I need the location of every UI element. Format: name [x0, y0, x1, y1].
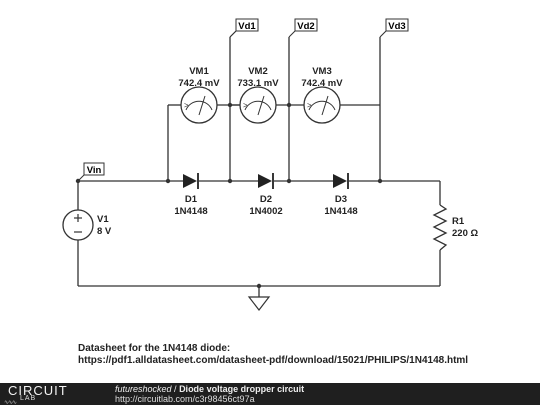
net-label-vd1-text: Vd1 [238, 21, 256, 32]
diode-d2[interactable] [258, 173, 274, 189]
d3-part: 1N4148 [324, 206, 357, 217]
net-label-vd3[interactable]: Vd3 [379, 18, 409, 38]
net-label-vd1[interactable]: Vd1 [229, 18, 259, 38]
junction-d2-cathode [286, 178, 292, 184]
footer-bar: CIRCUIT ∿∿∿ LAB futureshocked / Diode vo… [0, 383, 540, 406]
circuit-credit: futureshocked / Diode voltage dropper ci… [115, 384, 304, 394]
junctions [75, 102, 383, 289]
net-label-vd2[interactable]: Vd2 [288, 18, 318, 38]
d1-name: D1 [185, 194, 198, 205]
voltmeter-vm1[interactable]: > [180, 86, 218, 124]
vm2-name: VM2 [248, 66, 268, 77]
circuit-title[interactable]: Diode voltage dropper circuit [179, 384, 305, 394]
logo-wave-icon: ∿∿∿ [4, 400, 17, 406]
voltmeter-vm3[interactable]: > [303, 86, 341, 124]
voltmeter-vm2[interactable]: > [239, 86, 277, 124]
vm1-value: 742.4 mV [178, 78, 220, 89]
vm3-name: VM3 [312, 66, 332, 77]
net-label-vin-text: Vin [87, 165, 102, 176]
diode-d3[interactable] [333, 173, 349, 189]
vm3-value: 742.4 mV [301, 78, 343, 89]
ground-icon [247, 296, 271, 311]
d1-part: 1N4148 [174, 206, 207, 217]
datasheet-link[interactable]: https://pdf1.alldatasheet.com/datasheet-… [78, 355, 469, 366]
vm2-value: 733.1 mV [237, 78, 279, 89]
junction-ground [256, 283, 262, 289]
vm1-name: VM1 [189, 66, 209, 77]
resistor-r1[interactable] [432, 204, 448, 251]
net-label-vd3-text: Vd3 [388, 21, 405, 32]
author-name[interactable]: futureshocked [115, 384, 172, 394]
credit-separator: / [171, 384, 180, 394]
junction-vm2 [227, 102, 233, 108]
d2-name: D2 [260, 194, 272, 205]
junction-d1-cathode [227, 178, 233, 184]
voltage-source-v1[interactable] [62, 209, 94, 241]
junction-d1-anode [165, 178, 171, 184]
net-label-vin[interactable]: Vin [77, 162, 105, 182]
circuit-url[interactable]: http://circuitlab.com/c3r98456ct97a [115, 394, 255, 404]
junction-d3-cathode [377, 178, 383, 184]
d3-name: D3 [335, 194, 347, 205]
circuitlab-logo-sub: LAB [20, 395, 37, 402]
r1-name: R1 [452, 216, 465, 227]
gauge-sign: > [243, 101, 248, 110]
diode-d1[interactable] [183, 173, 199, 189]
gauge-sign: > [307, 101, 312, 110]
datasheet-note: Datasheet for the 1N4148 diode: [78, 343, 231, 354]
r1-value: 220 Ω [452, 228, 478, 239]
v1-name: V1 [97, 214, 109, 225]
gauge-sign: > [184, 101, 189, 110]
net-label-vd2-text: Vd2 [297, 21, 314, 32]
circuitlab-logo[interactable]: CIRCUIT [8, 383, 68, 398]
d2-part: 1N4002 [249, 206, 282, 217]
junction-vm3 [286, 102, 292, 108]
schematic: > > > VM1 742.4 mV VM2 733.1 mV VM3 742.… [62, 18, 478, 311]
v1-value: 8 V [97, 226, 112, 237]
